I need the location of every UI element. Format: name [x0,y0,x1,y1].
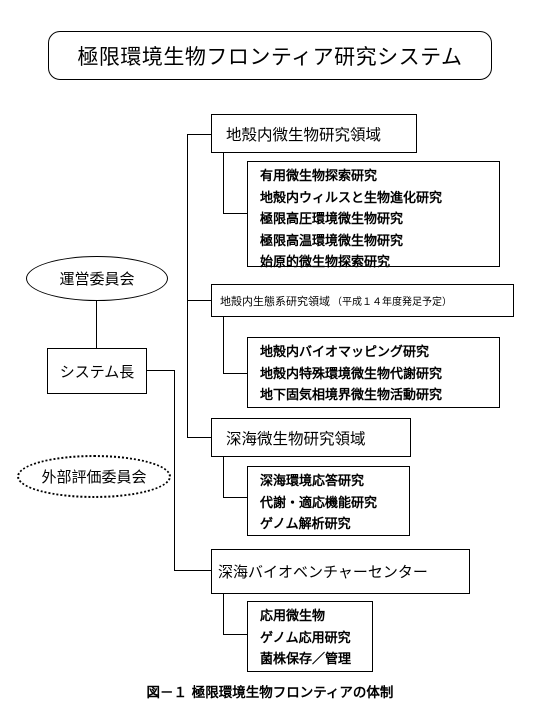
list-item: 深海環境応答研究 [260,474,365,489]
connector-sub-1-v [223,153,225,213]
list-item: ゲノム応用研究 [260,630,351,646]
connector-area-2 [187,300,211,302]
area-note-2: （平成１４年度発足予定） [332,297,452,308]
sub-box-2: 地殻内バイオマッピング研究 地殻内特殊環境微生物代謝研究 地下固気相境界微生物活… [247,337,500,408]
list-item: 地殻内バイオマッピング研究 [260,345,430,360]
list-item: 極限高温環境微生物研究 [260,233,404,249]
connector-sub-4-h [223,634,247,636]
list-item: 応用微生物 [260,609,326,624]
committee-ellipse: 運営委員会 [26,256,168,301]
list-item: 菌株保存／管理 [260,652,352,667]
system-head-box: システム長 [47,348,147,394]
list-item: 極限高圧環境微生物研究 [260,212,404,227]
system-title: 極限環境生物フロンティア研究システム [48,31,492,80]
area-label-1: 地殻内微生物研究領域 [226,125,382,144]
list-item: 有用微生物探索研究 [260,169,378,184]
connector-area-3 [187,437,211,439]
connector-area-1 [187,134,211,136]
area-label-2: 地殻内生態系研究領域 [220,294,330,308]
connector-main-vertical [187,134,189,437]
sub-box-3: 深海環境応答研究 代謝・適応機能研究 ゲノム解析研究 [247,466,410,536]
connector-sub-3-h [223,497,247,499]
connector-sub-4-v [223,594,225,634]
area-box-1: 地殻内微生物研究領域 [211,114,417,153]
list-item: 始原的微生物探索研究 [260,255,391,270]
sub-box-4: 応用微生物 ゲノム応用研究 菌株保存／管理 [247,601,373,672]
connector-area-4 [174,570,211,572]
list-item: 代謝・適応機能研究 [260,495,378,511]
list-item: ゲノム解析研究 [260,517,351,532]
list-item: 地殻内特殊環境微生物代謝研究 [260,366,443,382]
connector-sub-2-v [223,317,225,373]
connector-sub-1-h [223,213,247,215]
connector-sub-2-h [223,373,247,375]
list-item: 地殻内ウィルスと生物進化研究 [260,190,443,206]
connector-sub-3-v [223,457,225,497]
external-evaluation-ellipse: 外部評価委員会 [17,455,171,498]
area-box-4: 深海バイオベンチャーセンター [211,549,470,594]
area-label-3: 深海微生物研究領域 [226,429,366,448]
area-box-2: 地殻内生態系研究領域 （平成１４年度発足予定） [211,284,514,317]
connector-head-trunk [147,370,174,372]
list-item: 地下固気相境界微生物活動研究 [260,388,443,403]
area-box-3: 深海微生物研究領域 [211,418,411,457]
connector-trunk-vertical [174,370,176,570]
figure-caption: 図－１ 極限環境生物フロンティアの体制 [146,685,394,701]
sub-box-1: 有用微生物探索研究 地殻内ウィルスと生物進化研究 極限高圧環境微生物研究 極限高… [247,161,500,270]
area-label-4: 深海バイオベンチャーセンター [218,563,428,581]
connector-committee-head [96,296,98,348]
